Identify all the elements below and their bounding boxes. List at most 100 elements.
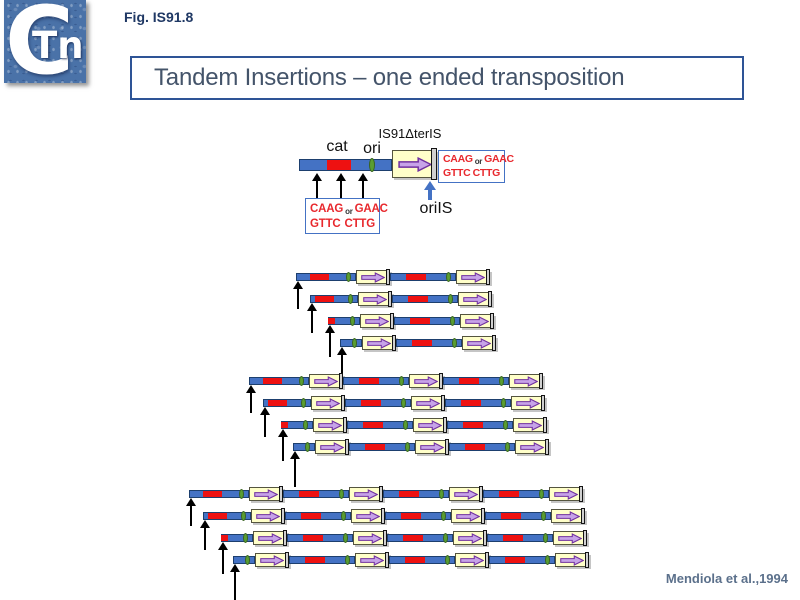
ori-site-tick	[399, 376, 404, 386]
dna-bar-segment	[390, 272, 456, 282]
cat-gene-segment	[408, 296, 428, 302]
transposase-arrow-icon	[365, 315, 389, 327]
arrow-head	[293, 281, 303, 289]
dna-bar-segment	[203, 511, 251, 521]
transposase-arrow-icon	[460, 554, 484, 566]
cat-gene-segment	[405, 557, 425, 563]
oris-end-cap	[341, 395, 345, 411]
cat-gene-segment	[499, 491, 519, 497]
dna-bar-segment	[287, 533, 353, 543]
dna-bar-segment	[483, 489, 549, 499]
is91-element-box	[351, 508, 385, 524]
oris-end-cap	[388, 291, 392, 307]
ori-site-tick	[369, 158, 375, 172]
dna-bar-segment	[387, 533, 453, 543]
oris-end-cap	[381, 508, 385, 524]
oris-end-cap	[490, 313, 494, 329]
ori-site-tick	[352, 338, 357, 348]
dna-bar-segment	[394, 316, 460, 326]
oris-end-cap	[543, 417, 547, 433]
cat-gene-segment	[501, 513, 521, 519]
ori-site-tick	[245, 555, 250, 565]
insertion-point-arrow-icon	[358, 173, 368, 198]
oris-end-cap	[379, 486, 383, 502]
transposase-arrow-icon	[520, 441, 544, 453]
oris-end-cap	[390, 313, 394, 329]
dna-bar-segment	[343, 376, 409, 386]
transposase-arrow-icon	[358, 532, 382, 544]
transposase-arrow-icon	[258, 532, 282, 544]
insertion-point-arrow-icon	[325, 325, 335, 357]
transposase-arrow-icon	[420, 441, 444, 453]
is91-element-box	[353, 530, 387, 546]
is91-element-box	[360, 313, 394, 329]
oris-end-cap	[285, 552, 289, 568]
transposase-arrow-icon	[560, 554, 584, 566]
is91-element-box	[255, 552, 289, 568]
arrow-head	[246, 385, 256, 393]
oris-end-cap	[488, 291, 492, 307]
dna-bar-segment	[281, 420, 313, 430]
transposase-arrow-icon	[456, 510, 480, 522]
dna-bar-segment	[310, 294, 358, 304]
cat-gene-label: cat	[326, 138, 348, 155]
arrow-stem	[316, 181, 318, 198]
logo-letter-c: C	[5, 0, 74, 96]
arrow-head	[336, 173, 346, 181]
ori-site-tick	[405, 442, 410, 452]
seq-caag: CAAG	[310, 203, 344, 215]
oris-pointer-arrow-icon	[424, 181, 436, 200]
seq-gaac: GAAC	[354, 203, 388, 215]
ori-site-tick	[350, 316, 355, 326]
is91-element-box	[462, 335, 496, 351]
dna-bar-segment	[487, 533, 553, 543]
oris-end-cap	[392, 335, 396, 351]
is91-element-box	[392, 148, 437, 180]
arrow-stem	[362, 181, 364, 198]
transposase-arrow-icon	[465, 315, 489, 327]
transposase-arrow-icon	[316, 397, 340, 409]
ori-site-tick	[445, 555, 450, 565]
citation: Mendiola et al.,1994	[665, 571, 788, 586]
oris-end-cap	[541, 395, 545, 411]
oris-end-cap	[441, 395, 445, 411]
logo-letter-tn: Tn	[32, 24, 84, 67]
arrow-head	[260, 407, 270, 415]
insertion-point-arrow-icon	[218, 542, 228, 574]
cat-gene-segment	[412, 340, 432, 346]
arrow-stem	[282, 437, 284, 461]
cat-gene-segment	[365, 444, 385, 450]
cat-gene-segment	[268, 400, 287, 406]
is91-element-box	[456, 269, 490, 285]
ori-site-tick	[346, 272, 351, 282]
transposase-arrow-icon	[354, 488, 378, 500]
dna-bar-segment	[296, 272, 356, 282]
arrow-head	[278, 429, 288, 437]
ori-site-tick	[543, 533, 548, 543]
insertion-point-arrow-icon	[186, 498, 196, 526]
cat-gene-segment	[315, 296, 334, 302]
arrow-stem	[329, 333, 331, 357]
dna-bar-segment	[447, 420, 513, 430]
cat-gene-segment	[403, 535, 423, 541]
oris-end-cap	[585, 552, 589, 568]
transposase-arrow-icon	[397, 156, 432, 172]
cat-gene-segment	[303, 535, 323, 541]
cat-gene-segment	[401, 513, 421, 519]
cat-gene-segment	[410, 318, 430, 324]
dna-bar-segment	[289, 555, 355, 565]
is91-element-box	[453, 530, 487, 546]
insertion-point-arrow-icon	[290, 451, 300, 487]
ori-site-tick	[450, 316, 455, 326]
dna-bar-segment	[392, 294, 458, 304]
ori-site-tick	[241, 511, 246, 521]
cat-gene-segment	[299, 491, 319, 497]
arrow-stem	[340, 181, 342, 198]
transposase-arrow-icon	[256, 510, 280, 522]
is91-element-box	[513, 417, 547, 433]
is91-element-box	[555, 552, 589, 568]
ori-site-tick	[305, 442, 310, 452]
is91-element-box	[511, 395, 545, 411]
